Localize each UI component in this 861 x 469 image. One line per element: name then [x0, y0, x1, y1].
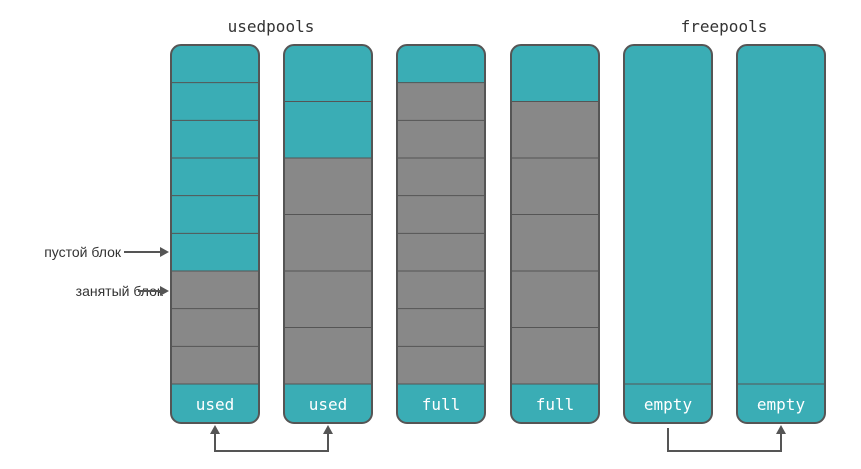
pool-status-label: full [536, 395, 575, 414]
usedpools-link-arrowhead-right [323, 425, 333, 434]
pool-status-label: full [422, 395, 461, 414]
used-block [171, 346, 259, 384]
occupied-block-arrowhead [160, 286, 169, 296]
pool-status-label: empty [757, 395, 806, 414]
free-block [624, 45, 712, 384]
usedpools-header: usedpools [228, 17, 315, 36]
pool-status-label: used [196, 395, 235, 414]
used-block [511, 271, 599, 328]
pool-frame [623, 44, 713, 424]
used-block [511, 158, 599, 215]
used-block [284, 327, 372, 384]
used-block [284, 214, 372, 271]
pool-status-cell [737, 384, 825, 423]
free-block [171, 120, 259, 158]
used-block [284, 271, 372, 328]
free-block [737, 45, 825, 384]
used-block [171, 271, 259, 309]
used-block [397, 233, 485, 271]
pool-frame [736, 44, 826, 424]
pool-frame [170, 44, 260, 424]
occupied-block-annotation: занятый блок [76, 283, 169, 299]
pool-1: used [170, 44, 260, 424]
used-block [397, 158, 485, 196]
pool-status-cell [284, 384, 372, 423]
used-block [397, 195, 485, 234]
pool-status-label: empty [644, 395, 693, 414]
free-block [171, 195, 259, 234]
used-block [511, 327, 599, 384]
free-block [284, 101, 372, 158]
pool-frame [396, 44, 486, 424]
used-block [171, 308, 259, 347]
pool-frame [510, 44, 600, 424]
free-block [171, 45, 259, 83]
pool-status-cell [624, 384, 712, 423]
free-block [397, 45, 485, 83]
used-block [397, 308, 485, 347]
free-block [171, 233, 259, 271]
pool-2: used [283, 44, 373, 424]
free-block [171, 82, 259, 121]
usedpools-link-arrow [210, 425, 333, 452]
freepools-link-arrowhead [776, 425, 786, 434]
used-block [397, 346, 485, 384]
pool-status-cell [171, 384, 259, 423]
freepools-header: freepools [681, 17, 768, 36]
used-block [397, 271, 485, 309]
pool-6: empty [736, 44, 826, 424]
empty-block-arrowhead [160, 247, 169, 257]
pool-status-cell [397, 384, 485, 423]
pool-status-cell [511, 384, 599, 423]
pool-3: full [396, 44, 486, 424]
free-block [284, 45, 372, 102]
occupied-block-label: занятый блок [76, 283, 164, 299]
free-block [171, 158, 259, 196]
used-block [284, 158, 372, 215]
freepools-link-arrow [667, 425, 786, 452]
pool-4: full [510, 44, 600, 424]
usedpools-link-arrowhead-left [210, 425, 220, 434]
pool-frame [283, 44, 373, 424]
free-block [511, 45, 599, 102]
pool-5: empty [623, 44, 713, 424]
empty-block-annotation: пустой блок [44, 244, 169, 260]
empty-block-label: пустой блок [44, 244, 122, 260]
used-block [397, 82, 485, 121]
used-block [511, 214, 599, 271]
pool-status-label: used [309, 395, 348, 414]
used-block [511, 101, 599, 158]
used-block [397, 120, 485, 158]
